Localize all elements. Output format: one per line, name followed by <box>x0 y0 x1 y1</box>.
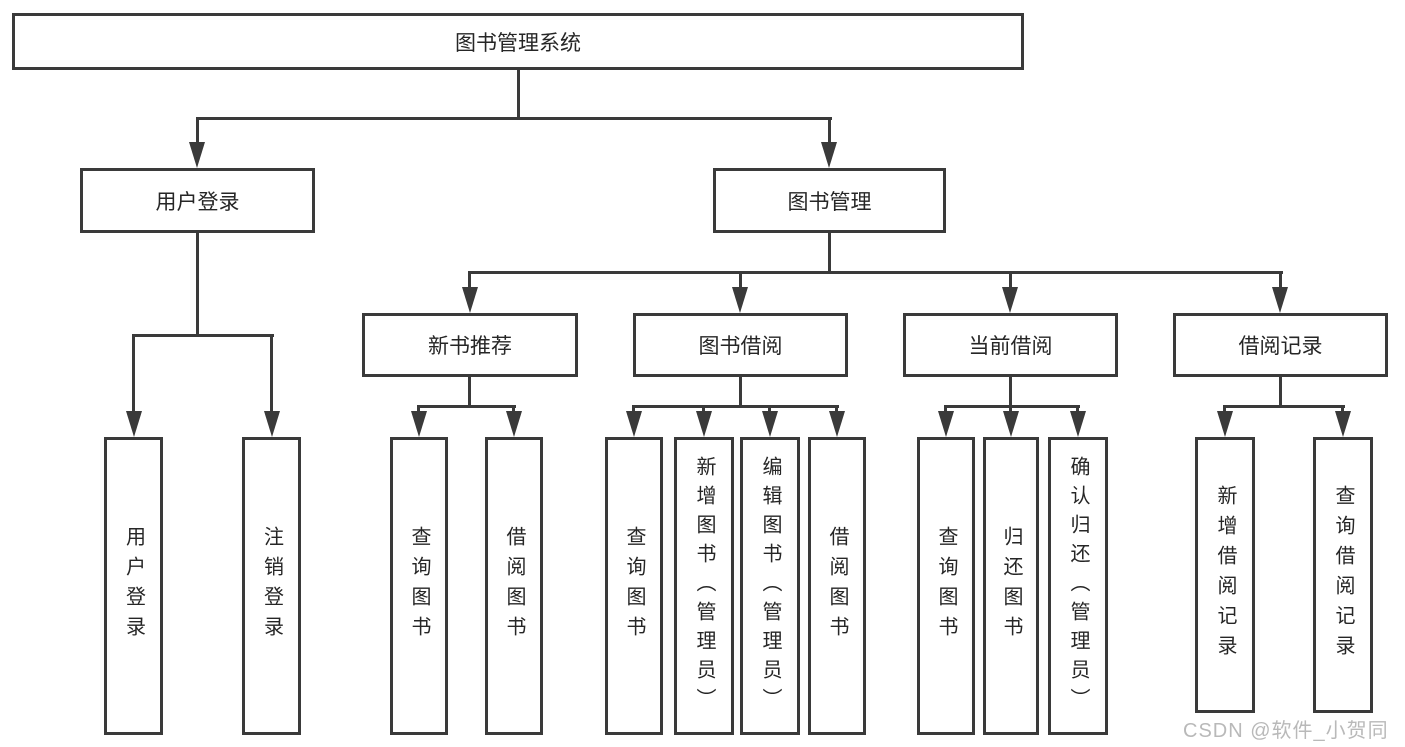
connector-line <box>512 408 515 412</box>
arrowhead-down-icon <box>732 287 748 313</box>
node-current-borrow: 当前借阅 <box>903 313 1118 377</box>
arrowhead-down-icon <box>264 411 280 437</box>
arrowhead-down-icon <box>506 411 522 437</box>
connector-line <box>739 377 742 405</box>
connector-line <box>1009 408 1012 412</box>
connector-line <box>835 408 838 412</box>
node-user-login: 用户登录 <box>80 168 315 233</box>
leaf-user-login: 用户登录 <box>104 437 163 735</box>
connector-line <box>944 408 947 412</box>
leaf-current-query-books: 查询图书 <box>917 437 975 735</box>
leaf-borrow-edit-books-admin: 编辑图书（管理员） <box>740 437 800 735</box>
arrowhead-down-icon <box>829 411 845 437</box>
arrowhead-down-icon <box>1217 411 1233 437</box>
connector-line <box>196 117 832 120</box>
node-borrow-records: 借阅记录 <box>1173 313 1388 377</box>
csdn-watermark: CSDN @软件_小贺同学 <box>1183 720 1389 742</box>
connector-line <box>417 408 420 412</box>
leaf-recommend-query-books: 查询图书 <box>390 437 448 735</box>
node-book-management: 图书管理 <box>713 168 946 233</box>
arrowhead-down-icon <box>1070 411 1086 437</box>
arrowhead-down-icon <box>1272 287 1288 313</box>
leaf-borrow-query-books: 查询图书 <box>605 437 663 735</box>
arrowhead-down-icon <box>462 287 478 313</box>
connector-line <box>517 70 520 117</box>
leaf-current-confirm-return-admin: 确认归还（管理员） <box>1048 437 1108 735</box>
arrowhead-down-icon <box>696 411 712 437</box>
connector-line <box>417 405 516 408</box>
connector-line <box>468 377 471 405</box>
connector-line <box>828 120 831 142</box>
arrowhead-down-icon <box>126 411 142 437</box>
connector-line <box>768 408 771 412</box>
connector-line <box>632 405 839 408</box>
connector-line <box>196 120 199 142</box>
connector-line <box>1279 274 1282 287</box>
connector-line <box>944 405 1080 408</box>
leaf-borrow-add-books-admin: 新增图书（管理员） <box>674 437 734 735</box>
arrowhead-down-icon <box>762 411 778 437</box>
node-book-borrow: 图书借阅 <box>633 313 848 377</box>
connector-line <box>1009 274 1012 287</box>
connector-line <box>828 233 831 271</box>
connector-line <box>132 337 135 411</box>
leaf-logout: 注销登录 <box>242 437 301 735</box>
connector-line <box>1223 405 1345 408</box>
node-new-book-recommend: 新书推荐 <box>362 313 578 377</box>
leaf-recommend-borrow-books: 借阅图书 <box>485 437 543 735</box>
arrowhead-down-icon <box>938 411 954 437</box>
leaf-records-add-record: 新增借阅记录 <box>1195 437 1255 713</box>
connector-line <box>1279 377 1282 405</box>
leaf-borrow-borrow-books: 借阅图书 <box>808 437 866 735</box>
arrowhead-down-icon <box>821 142 837 168</box>
connector-line <box>1341 408 1344 412</box>
connector-line <box>196 233 199 334</box>
connector-line <box>270 337 273 411</box>
connector-line <box>1009 377 1012 405</box>
connector-line <box>632 408 635 412</box>
arrowhead-down-icon <box>411 411 427 437</box>
arrowhead-down-icon <box>189 142 205 168</box>
connector-line <box>1223 408 1226 412</box>
arrowhead-down-icon <box>1335 411 1351 437</box>
leaf-current-return-books: 归还图书 <box>983 437 1039 735</box>
arrowhead-down-icon <box>1002 287 1018 313</box>
connector-line <box>468 274 471 287</box>
connector-line <box>468 271 1283 274</box>
connector-line <box>1076 408 1079 412</box>
connector-line <box>739 274 742 287</box>
arrowhead-down-icon <box>1003 411 1019 437</box>
connector-line <box>702 408 705 412</box>
arrowhead-down-icon <box>626 411 642 437</box>
connector-line <box>132 334 274 337</box>
node-root-system: 图书管理系统 <box>12 13 1024 70</box>
leaf-records-query-record: 查询借阅记录 <box>1313 437 1373 713</box>
